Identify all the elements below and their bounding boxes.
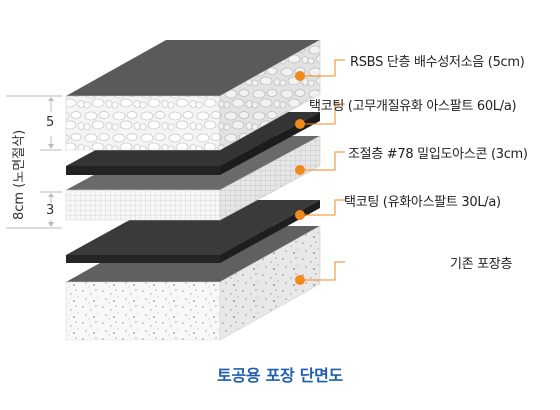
leader-dot-4	[295, 210, 305, 220]
leader-dot-3	[295, 165, 305, 175]
layer-tack-coat-emulsified	[66, 200, 320, 263]
leader-dot-5	[295, 275, 305, 285]
leader-dot-2	[295, 119, 305, 129]
layer-label-leveling: 조절층 #78 밀입도아스콘 (3cm)	[348, 147, 528, 162]
layer-label-tack-coat-rubber: 택코팅 (고무개질유화 아스팔트 60L/a)	[309, 99, 517, 114]
leader-dot-1	[295, 71, 305, 81]
layer-rsbs-surface	[65, 39, 321, 151]
layer-label-rsbs: RSBS 단층 배수성저소음 (5cm)	[350, 55, 525, 70]
layer-label-tack-coat-emulsified: 택코팅 (유화아스팔트 30L/a)	[344, 195, 501, 210]
layer-label-existing-pavement: 기존 포장층	[450, 257, 513, 272]
dimension-lower-label: 3	[46, 203, 55, 218]
diagram-caption: 토공용 포장 단면도	[217, 366, 343, 385]
leader-dots	[295, 71, 305, 285]
leader-lines	[300, 59, 345, 281]
dimension-arrowheads	[48, 97, 54, 227]
dimension-upper-label: 5	[46, 115, 55, 130]
dimension-total-label: 8cm (노면절삭)	[12, 129, 27, 220]
